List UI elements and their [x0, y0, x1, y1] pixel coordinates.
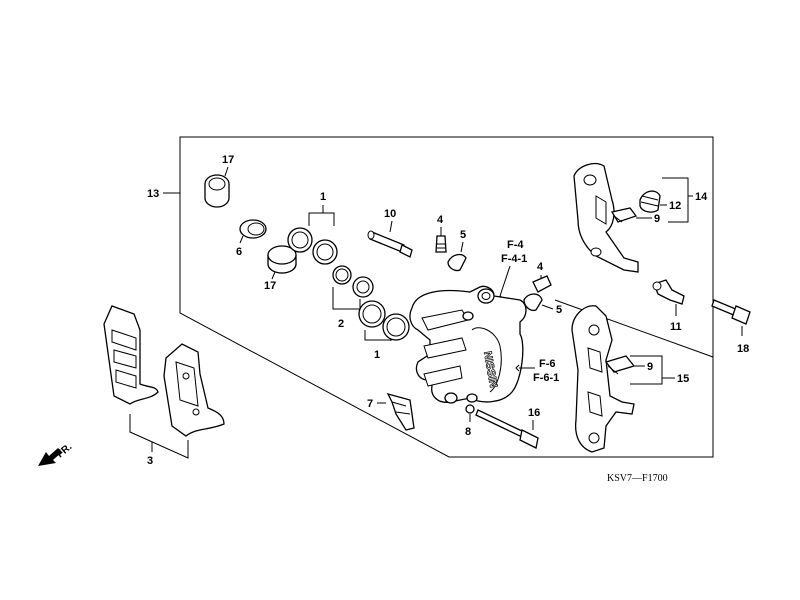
svg-text:1: 1: [320, 191, 326, 203]
part-12-boot: 12: [639, 190, 681, 213]
part-4-bleeder-upper: 4: [435, 214, 447, 253]
part-18-bolt: 18: [711, 299, 751, 355]
part-6-bushing: 6: [236, 219, 267, 258]
svg-text:9: 9: [647, 361, 653, 373]
part-14-caliper-bracket-upper: 12 9 14: [573, 162, 708, 273]
part-8-washer: 8: [465, 404, 475, 438]
svg-text:8: 8: [465, 426, 471, 438]
part-1-seals-lower: 1: [358, 300, 410, 361]
svg-text:17: 17: [222, 154, 234, 166]
svg-text:6: 6: [236, 246, 242, 258]
svg-text:18: 18: [737, 343, 749, 355]
svg-text:7: 7: [367, 398, 373, 410]
front-direction-arrow: FR.: [38, 441, 74, 466]
caliper-body: NISSIN: [409, 285, 527, 404]
svg-text:4: 4: [437, 214, 444, 226]
ref-f6: F-6 F-6-1: [515, 358, 559, 384]
part-11-pin: 11: [652, 279, 685, 333]
svg-text:5: 5: [556, 304, 562, 316]
svg-text:16: 16: [528, 407, 540, 419]
part-10-pin: 10: [367, 208, 413, 258]
part-9-clip-lower: 9: [604, 355, 653, 375]
part-3-brake-pads: 3: [103, 305, 225, 467]
svg-text:F-4-1: F-4-1: [501, 253, 527, 265]
svg-text:11: 11: [670, 321, 682, 333]
svg-text:15: 15: [677, 373, 689, 385]
part-5-cap-lower: 5: [523, 293, 562, 316]
svg-text:3: 3: [147, 455, 153, 467]
part-2-pistons: 2: [332, 265, 374, 330]
svg-text:FR.: FR.: [55, 441, 75, 460]
part-17-sleeve-upper: 17: [204, 154, 234, 208]
part-7-pad-spring: 7: [367, 392, 415, 431]
svg-text:5: 5: [460, 229, 466, 241]
part-5-cap-upper: 5: [447, 229, 467, 272]
callout-13: 13: [147, 188, 180, 200]
svg-text:10: 10: [384, 208, 396, 220]
part-16-bolt: 16: [475, 407, 540, 449]
part-4-bleeder-lower: 4: [532, 261, 552, 293]
diagram-code: KSV7—F1700: [607, 473, 668, 484]
part-1-seals-upper: 1: [287, 191, 338, 265]
svg-text:17: 17: [264, 280, 276, 292]
svg-text:12: 12: [669, 200, 681, 212]
svg-text:F-4: F-4: [507, 239, 524, 251]
svg-text:F-6-1: F-6-1: [533, 372, 559, 384]
part-9-clip-upper: 9: [610, 207, 660, 225]
svg-text:4: 4: [537, 261, 544, 273]
svg-text:2: 2: [338, 318, 344, 330]
part-17-sleeve-lower: 17: [264, 245, 297, 292]
svg-text:F-6: F-6: [539, 358, 556, 370]
svg-text:1: 1: [374, 349, 380, 361]
assembly-outline: [179, 136, 714, 458]
part-15-caliper-bracket-lower: 9 15: [571, 305, 689, 453]
svg-text:14: 14: [695, 191, 708, 203]
svg-text:13: 13: [147, 188, 159, 200]
ref-f4: F-4 F-4-1: [495, 239, 527, 300]
svg-text:9: 9: [654, 213, 660, 225]
